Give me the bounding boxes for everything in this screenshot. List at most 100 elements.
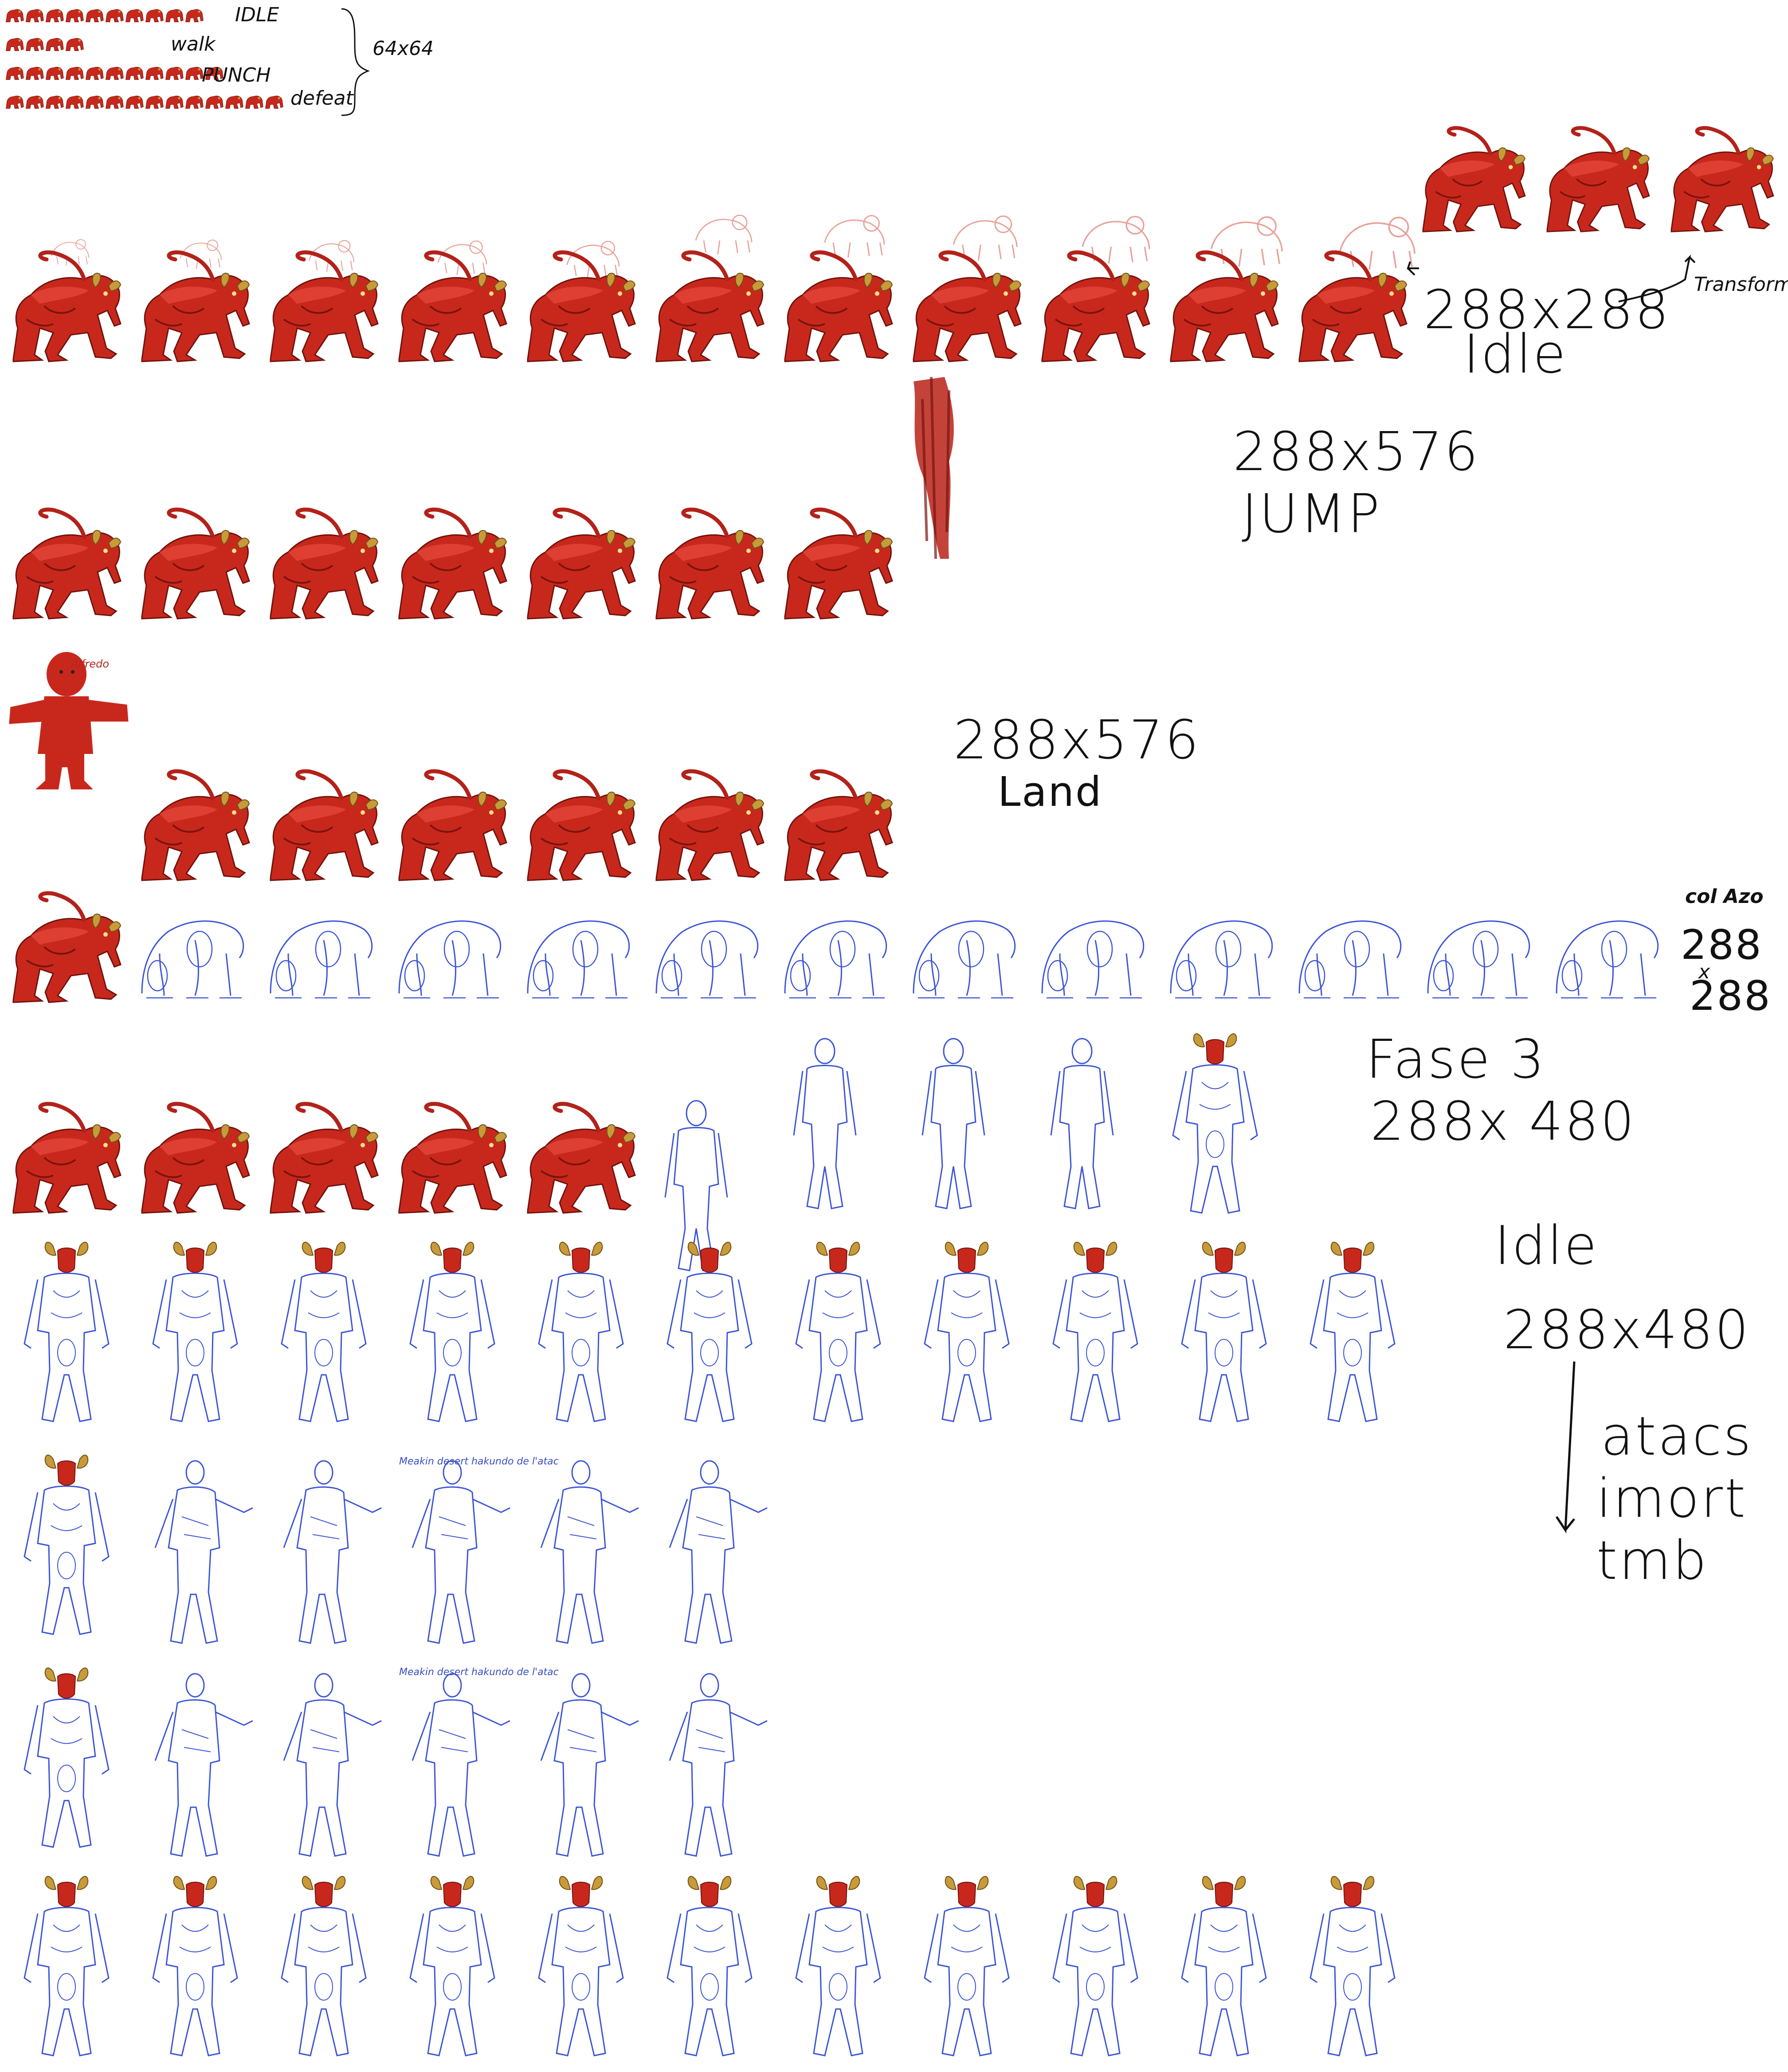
sprite-land-beast: [785, 771, 892, 880]
arrow-down-icon: [1555, 1361, 1576, 1534]
sprite-idle-horned-2: [1310, 1876, 1396, 2056]
sprite-idle-horned: [538, 1241, 624, 1422]
legend-sprite: [66, 38, 84, 51]
sprite-fase3-sketch: [921, 1038, 985, 1209]
sprite-jump-beast: [656, 510, 764, 619]
legend-sprite: [6, 9, 24, 23]
sprite-col-azo-sketch: [1041, 920, 1145, 999]
sprite-red-sketch: [566, 241, 620, 279]
legend-sprite: [86, 67, 104, 80]
sprite-col-azo-sketch: [398, 920, 502, 999]
legend-label-defeat: defeat: [290, 87, 353, 110]
legend-sprite: [245, 95, 263, 109]
sprite-idle-horned: [1310, 1241, 1396, 1422]
sprite-idle-horned-2: [152, 1876, 238, 2056]
sprite-idle-horned-2: [24, 1876, 110, 2056]
legend-sprite: [106, 95, 124, 109]
sprite-idle-horned: [1052, 1241, 1138, 1422]
legend-sprite: [26, 38, 44, 51]
legend-sprite: [6, 67, 24, 80]
sprite-land-beast: [656, 771, 764, 880]
sprite-jump-beast: [142, 510, 249, 619]
legend-sprite: [225, 95, 243, 109]
note-jump-size: 288x576: [1233, 421, 1480, 483]
sprite-idle-beast: [271, 252, 378, 361]
sprite-idle-horned-2: [281, 1876, 367, 2056]
sprite-attack-2: [283, 1673, 382, 1857]
legend-label-idle: IDLE: [235, 4, 279, 26]
sprite-attack-2: [669, 1673, 768, 1857]
sprite-idle-horned-2: [409, 1876, 495, 2056]
sprite-col-azo-sketch: [141, 920, 244, 999]
sprite-attack-1: [412, 1460, 511, 1644]
sprite-idle-horned-2: [538, 1876, 624, 2056]
legend-sprite: [26, 95, 44, 109]
legend-sprite: [66, 67, 84, 80]
arrow-back-icon: [1407, 261, 1419, 276]
legend-sprite: [165, 67, 184, 80]
sprite-attack-2: [154, 1673, 254, 1857]
legend-sprite: [125, 95, 144, 109]
legend-sprites: [6, 8, 370, 116]
sprite-attack-2: [540, 1673, 639, 1857]
sprite-transform: [1547, 128, 1649, 232]
sprite-idle-horned: [924, 1241, 1010, 1422]
legend-sprite: [46, 95, 64, 109]
sprite-col-azo-sketch: [913, 920, 1016, 999]
sprite-red-sketch: [695, 214, 753, 255]
sprite-attack-2: [412, 1673, 511, 1857]
sprite-red-flat: [12, 652, 125, 789]
legend-sprite: [26, 67, 44, 80]
legend-size: 64x64: [372, 37, 434, 60]
sprite-attack-horned: [24, 1454, 110, 1635]
sprite-idle-horned-2: [1052, 1876, 1138, 2056]
legend-sprite: [205, 95, 224, 109]
note-col-azo-h: 288: [1690, 972, 1772, 1020]
sprite-idle-beast: [13, 252, 121, 361]
note-idle2-size: 288x480: [1503, 1299, 1751, 1361]
sprite-col-azo-sketch: [1427, 920, 1530, 999]
sprite-idle-beast: [1171, 252, 1278, 361]
note-atacs-2: imort: [1596, 1468, 1748, 1530]
sprite-idle-beast: [1042, 252, 1149, 361]
sprite-attack-1: [540, 1460, 639, 1644]
note-atacs-1: atacs: [1601, 1406, 1753, 1468]
legend-sprite: [6, 38, 24, 51]
sprite-attack-1: [669, 1460, 768, 1644]
note-transform: Transform: [1694, 273, 1788, 296]
sprite-transform: [1423, 128, 1525, 232]
legend-sprite: [145, 9, 164, 23]
sprite-fase3-beast: [271, 1104, 378, 1213]
sprite-idle-horned: [409, 1241, 495, 1422]
legend-sprite: [265, 95, 283, 109]
note-idle-label: Idle: [1463, 324, 1568, 385]
sprite-land-beast: [271, 771, 378, 880]
sprite-idle-horned: [281, 1241, 367, 1422]
legend-sprite: [46, 9, 64, 23]
sprite-jump-beast: [785, 510, 892, 619]
sprite-fase3-beast: [13, 1104, 121, 1213]
sprite-jump-beast: [271, 510, 378, 619]
sprite-col-azo-sketch: [270, 920, 373, 999]
sprite-idle-beast: [399, 252, 506, 361]
note-idle-size: 288x288: [1423, 279, 1671, 341]
legend-sprite: [66, 95, 84, 109]
arrow-transform-icon: [1618, 254, 1696, 302]
note-fase-size: 288x 480: [1370, 1091, 1636, 1153]
note-idle2-label: Idle: [1494, 1215, 1599, 1277]
legend-sprite: [165, 9, 184, 23]
sprite-fase3-beast: [528, 1104, 635, 1213]
sprite-col-azo-sketch: [1170, 920, 1273, 999]
sprite-idle-horned-2: [795, 1876, 881, 2056]
sprite-col-azo-sketch: [527, 920, 630, 999]
sprite-col-azo-sketch: [655, 920, 759, 999]
sprite-jump-beast: [399, 510, 506, 619]
note-col-azo: col Azo: [1685, 885, 1764, 908]
sprite-idle-horned-2: [924, 1876, 1010, 2056]
sprite-col-azo-sketch: [1298, 920, 1402, 999]
legend-sprite: [46, 67, 64, 80]
note-land-size: 288x576: [953, 710, 1201, 771]
sprite-red-sketch: [953, 215, 1018, 261]
sprite-fase3-sketch: [664, 1100, 728, 1271]
